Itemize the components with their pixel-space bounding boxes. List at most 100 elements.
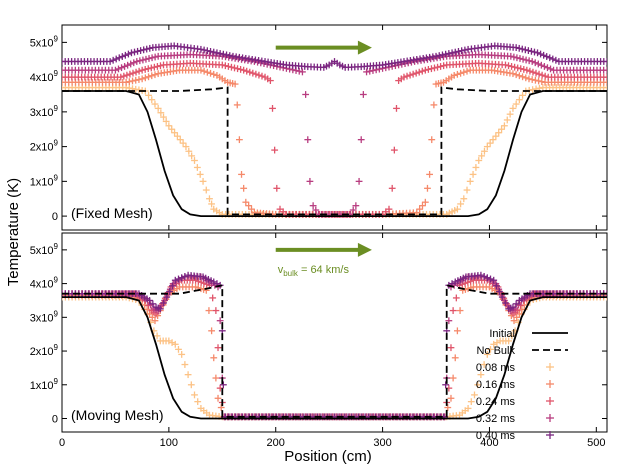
data-point <box>483 351 491 358</box>
data-point <box>552 56 560 64</box>
data-point <box>160 299 167 307</box>
data-point <box>541 63 548 70</box>
data-point <box>515 72 523 80</box>
data-point <box>123 71 131 79</box>
data-point <box>185 147 193 155</box>
data-point <box>302 91 310 98</box>
data-point <box>145 73 152 81</box>
data-point <box>532 69 540 77</box>
x-tick-label: 0 <box>59 437 65 449</box>
data-point <box>221 62 229 70</box>
data-point <box>469 171 477 178</box>
data-point <box>146 297 154 304</box>
data-point <box>144 65 152 73</box>
data-point <box>352 202 360 210</box>
data-point <box>162 118 170 125</box>
data-point <box>194 398 202 406</box>
data-point <box>228 63 235 71</box>
data-point <box>135 76 143 83</box>
data-point <box>129 69 137 77</box>
data-point <box>304 136 312 144</box>
data-point <box>415 68 423 76</box>
data-point <box>125 78 133 86</box>
data-point <box>202 186 210 194</box>
data-point <box>413 209 421 217</box>
bulk-velocity-arrow-head <box>357 40 372 55</box>
data-point <box>153 332 161 340</box>
data-point <box>129 77 136 85</box>
data-point <box>243 67 251 75</box>
data-point <box>207 69 214 77</box>
data-point <box>512 44 520 51</box>
data-point <box>112 66 119 74</box>
y-tick-label: 3x109 <box>30 104 59 119</box>
data-point <box>546 54 554 62</box>
data-point <box>431 64 438 72</box>
y-tick-label: 5x109 <box>30 242 59 257</box>
data-point <box>197 45 205 53</box>
data-point <box>403 72 411 80</box>
data-point <box>148 72 156 80</box>
data-point <box>138 75 146 83</box>
data-point <box>205 307 213 314</box>
data-point <box>445 317 453 325</box>
data-point <box>507 52 515 60</box>
data-point <box>449 307 457 314</box>
y-tick-label: 1x109 <box>30 377 59 392</box>
data-point <box>437 63 444 70</box>
data-point <box>200 67 208 75</box>
data-point <box>156 305 164 313</box>
data-point <box>216 317 224 325</box>
data-point <box>210 48 218 56</box>
data-point <box>547 65 554 73</box>
data-point <box>534 60 542 68</box>
data-point <box>520 66 528 73</box>
data-point <box>141 66 149 73</box>
data-point <box>174 132 181 140</box>
data-point <box>472 164 480 171</box>
data-point <box>151 53 159 61</box>
data-point <box>512 71 520 79</box>
data-point <box>200 46 208 54</box>
data-point <box>115 54 123 62</box>
data-point <box>463 67 471 75</box>
data-point <box>231 64 238 72</box>
data-point <box>508 63 515 70</box>
initial-curve <box>62 90 607 218</box>
y-tick-label-base: 4x10 <box>30 72 54 84</box>
data-point <box>457 69 464 77</box>
data-point <box>266 77 274 84</box>
y-tick-label-base: 5x10 <box>30 37 54 49</box>
data-point <box>603 66 607 74</box>
data-point <box>235 136 243 144</box>
data-point <box>453 327 461 335</box>
data-point <box>181 273 189 280</box>
y-tick-label-base: 4x10 <box>30 279 54 291</box>
data-point <box>160 113 167 121</box>
data-point <box>480 361 488 368</box>
data-point <box>528 47 535 55</box>
data-point <box>603 84 607 91</box>
data-point <box>603 78 607 86</box>
data-point <box>145 91 152 99</box>
data-point <box>489 136 497 144</box>
data-layer <box>62 271 607 421</box>
data-point <box>118 64 125 72</box>
data-point <box>355 177 363 185</box>
data-point <box>477 371 485 379</box>
data-point <box>203 68 211 76</box>
data-point <box>543 53 551 60</box>
data-point <box>508 332 516 340</box>
data-point <box>258 72 266 80</box>
data-point <box>193 164 201 171</box>
data-point <box>445 50 453 57</box>
data-point <box>130 59 138 67</box>
x-tick-label: 100 <box>160 437 178 449</box>
data-point <box>538 78 546 86</box>
data-point <box>128 49 135 57</box>
data-point <box>528 76 536 83</box>
data-point <box>523 66 531 74</box>
data-point <box>309 202 317 210</box>
x-tick-label: 300 <box>373 437 391 449</box>
data-point <box>176 136 184 144</box>
